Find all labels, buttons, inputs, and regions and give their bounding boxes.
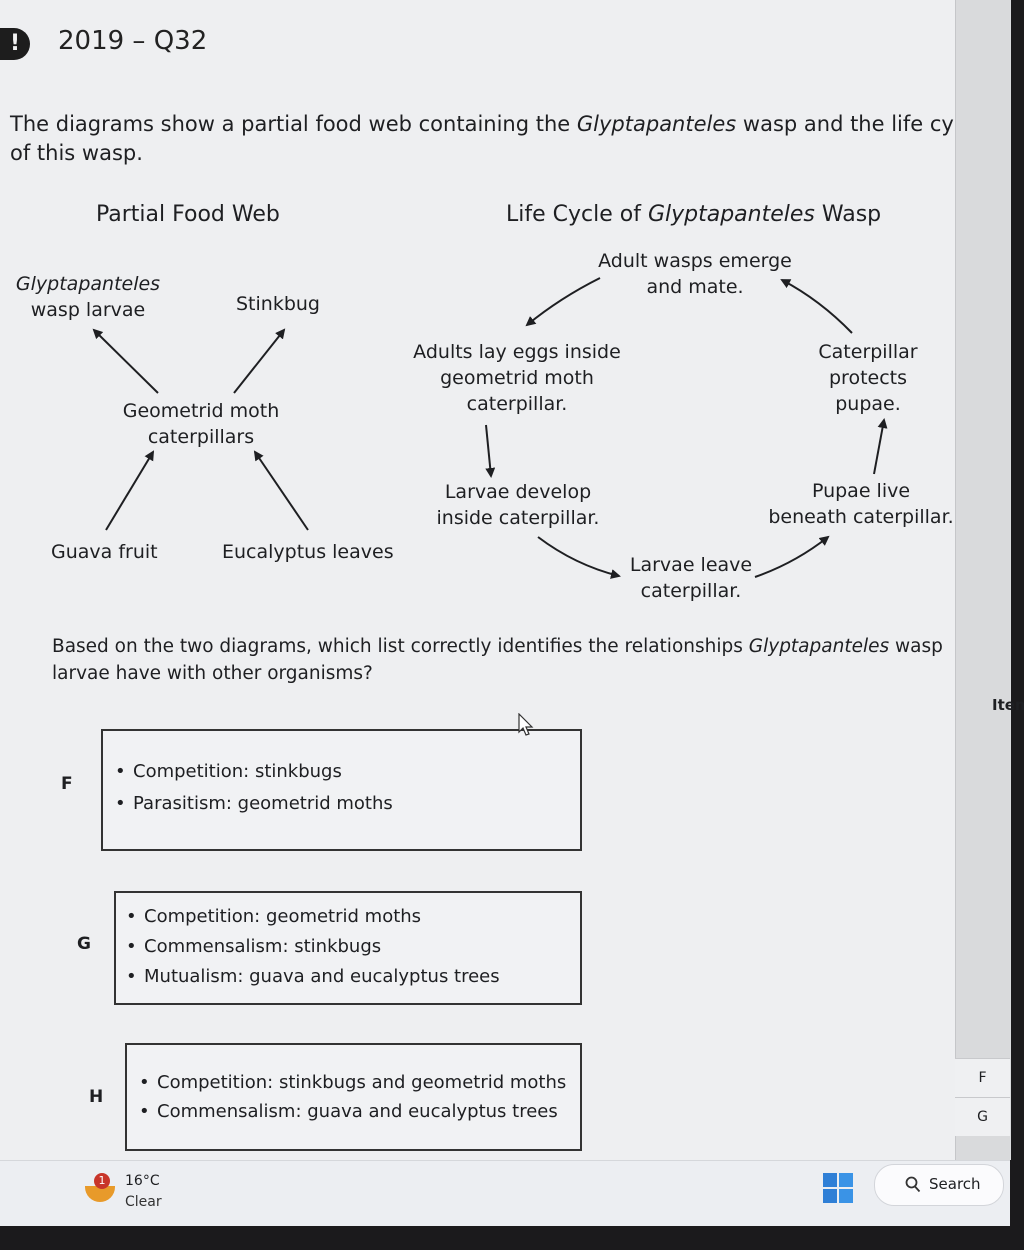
arrow-pupae-to-protects <box>873 418 888 475</box>
node-stinkbug: Stinkbug <box>236 293 320 315</box>
question-prompt: The diagrams show a partial food web con… <box>10 110 1010 168</box>
pupae-line-1: Pupae live <box>811 480 911 502</box>
arrow-guava-to-moth <box>105 450 155 531</box>
life-cycle-genus: Glyptapanteles <box>647 202 815 227</box>
prompt-text-a: The diagrams show a partial food web con… <box>10 112 577 136</box>
option-f[interactable]: Competition: stinkbugs Parasitism: geome… <box>101 729 582 851</box>
life-cycle-title-a: Life Cycle of <box>506 202 648 227</box>
arrow-protects-to-emerge <box>780 279 853 334</box>
emerge-line-1: Adult wasps emerge <box>598 250 792 272</box>
option-f-item: Parasitism: geometrid moths <box>113 793 393 814</box>
arrow-emerge-to-lay <box>525 277 601 327</box>
answer-f-indicator[interactable]: F <box>955 1058 1010 1097</box>
stage-caterpillar-protects: Caterpillar protects pupae. <box>806 339 930 417</box>
arrow-develop-to-leave <box>537 536 621 579</box>
protect-line-2: protects <box>828 367 907 389</box>
weather-alert-badge: 1 <box>94 1173 110 1189</box>
option-h-item: Commensalism: guava and eucalyptus trees <box>137 1101 566 1122</box>
lay-line-2: geometrid moth <box>440 367 594 389</box>
node-guava-fruit: Guava fruit <box>51 541 158 563</box>
option-h-letter[interactable]: H <box>89 1087 104 1107</box>
leave-line-2: caterpillar. <box>640 580 742 602</box>
mouse-cursor-icon <box>518 713 534 736</box>
search-icon <box>905 1176 921 1193</box>
stem-text-b: wasp larvae have with other organisms? <box>52 636 943 684</box>
screen: ! 2019 – Q32 The diagrams show a partial… <box>0 0 1010 1225</box>
question-id: 2019 – Q32 <box>58 26 208 56</box>
protect-line-1: Caterpillar <box>818 341 918 363</box>
taskbar: 1 16°C Clear Search <box>0 1160 1010 1226</box>
arrow-lay-to-develop <box>485 424 496 478</box>
life-cycle-title: Life Cycle of Glyptapanteles Wasp <box>506 202 881 227</box>
stage-larvae-develop: Larvae develop inside caterpillar. <box>430 479 606 531</box>
stage-pupae-live: Pupae live beneath caterpillar. <box>764 478 958 530</box>
leave-line-1: Larvae leave <box>629 554 753 576</box>
stem-species: Glyptapanteles <box>748 636 890 657</box>
wasp-genus: Glyptapanteles <box>15 273 161 295</box>
life-cycle-title-b: Wasp <box>814 202 882 227</box>
option-h[interactable]: Competition: stinkbugs and geometrid mot… <box>125 1043 582 1151</box>
stage-lay-eggs: Adults lay eggs inside geometrid moth ca… <box>404 339 630 417</box>
search-label: Search <box>929 1175 981 1193</box>
node-geometrid-moth: Geometrid moth caterpillars <box>110 398 292 450</box>
option-g[interactable]: Competition: geometrid moths Commensalis… <box>114 891 582 1005</box>
arrow-leave-to-pupae <box>754 535 830 578</box>
answer-g-indicator[interactable]: G <box>955 1097 1010 1136</box>
diagram-arrows <box>92 277 888 579</box>
protect-line-3: pupae. <box>835 393 901 415</box>
weather-sun-icon <box>85 1186 115 1202</box>
question-stem: Based on the two diagrams, which list co… <box>52 633 952 687</box>
stage-adults-emerge: Adult wasps emerge and mate. <box>584 248 806 300</box>
develop-line-2: inside caterpillar. <box>436 507 600 529</box>
emerge-line-2: and mate. <box>646 276 744 298</box>
develop-line-1: Larvae develop <box>444 481 592 503</box>
node-eucalyptus-leaves: Eucalyptus leaves <box>222 541 394 563</box>
wasp-larvae-label: wasp larvae <box>30 299 146 321</box>
arrow-eucalyptus-to-moth <box>253 450 309 531</box>
lay-line-3: caterpillar. <box>466 393 568 415</box>
option-f-letter[interactable]: F <box>61 774 73 794</box>
arrow-moth-to-wasp <box>92 328 159 394</box>
food-web-title: Partial Food Web <box>96 202 280 227</box>
option-g-letter[interactable]: G <box>77 934 91 954</box>
windows-start-icon[interactable] <box>822 1172 854 1204</box>
taskbar-search-box[interactable]: Search <box>874 1164 1004 1206</box>
lay-line-1: Adults lay eggs inside <box>413 341 621 363</box>
weather-condition[interactable]: Clear <box>125 1194 162 1210</box>
pupae-line-2: beneath caterpillar. <box>768 506 954 528</box>
item-label: Item <box>992 696 1024 714</box>
option-g-item: Commensalism: stinkbugs <box>124 936 500 957</box>
option-g-item: Mutualism: guava and eucalyptus trees <box>124 966 500 987</box>
prompt-species: Glyptapanteles <box>576 112 737 136</box>
question-pane: ! 2019 – Q32 The diagrams show a partial… <box>0 0 955 1160</box>
option-g-item: Competition: geometrid moths <box>124 906 500 927</box>
weather-temperature[interactable]: 16°C <box>125 1173 160 1189</box>
prompt-text-b: wasp and the life cycle of this wasp. <box>10 112 985 165</box>
node-wasp-larvae: Glyptapanteles wasp larvae <box>8 271 168 323</box>
moth-line-1: Geometrid moth <box>122 400 280 422</box>
arrow-moth-to-stinkbug <box>233 328 286 394</box>
moth-line-2: caterpillars <box>147 426 255 448</box>
option-h-item: Competition: stinkbugs and geometrid mot… <box>137 1072 566 1093</box>
flag-warning-icon[interactable]: ! <box>0 28 30 60</box>
stem-text-a: Based on the two diagrams, which list co… <box>52 636 749 657</box>
option-f-item: Competition: stinkbugs <box>113 761 393 782</box>
stage-larvae-leave: Larvae leave caterpillar. <box>624 552 758 604</box>
item-navigator-panel: Item <box>955 0 1024 1160</box>
